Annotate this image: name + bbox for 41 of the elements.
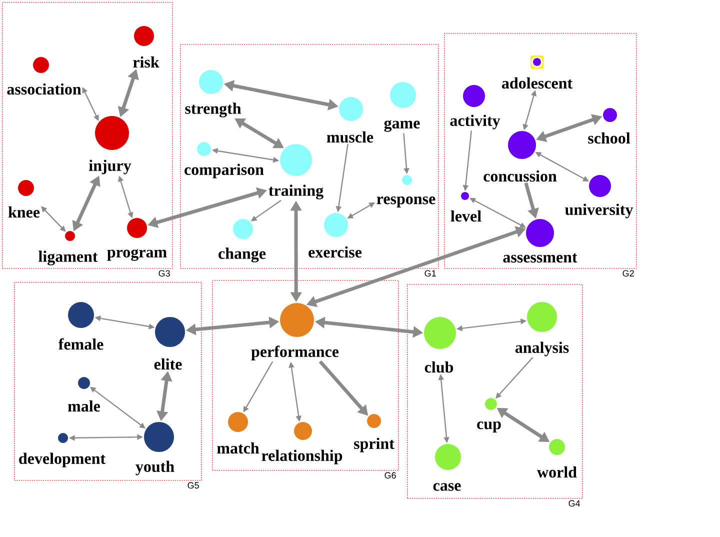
keyword-label: strength	[185, 102, 242, 118]
node-label: G2	[622, 270, 634, 277]
keyword-label: muscle	[326, 131, 374, 143]
keyword-label: change	[218, 248, 266, 262]
keyword-label: male	[68, 400, 100, 412]
keyword-label: activity	[450, 114, 500, 130]
keyword-label: analysis	[515, 342, 569, 356]
keyword-label: level	[450, 210, 482, 222]
keyword-label: club	[424, 361, 454, 373]
node-label: G6	[384, 472, 396, 479]
keyword-label: development	[19, 452, 106, 468]
node-label: G1	[424, 270, 436, 277]
node-label: G5	[188, 482, 199, 489]
keyword-label: risk	[133, 56, 160, 68]
keyword-label: association	[7, 83, 82, 95]
keyword-label: knee	[8, 206, 40, 218]
keyword-label: match	[217, 442, 260, 454]
keyword-label: cup	[477, 422, 501, 432]
keyword-label: sprint	[354, 438, 394, 452]
keyword-label: game	[384, 120, 420, 132]
keyword-label: relationship	[262, 450, 342, 464]
node-label: G3	[158, 270, 170, 277]
keyword-label: female	[58, 338, 104, 350]
keyword-label: school	[588, 132, 630, 144]
keyword-label: exercise	[308, 246, 362, 258]
keyword-label: comparison	[184, 164, 264, 178]
keyword-label: case	[433, 483, 461, 491]
keyword-label: response	[376, 196, 436, 208]
keyword-label: world	[537, 466, 577, 478]
keyword-label: youth	[136, 460, 174, 476]
keyword-label: adolescent	[502, 77, 572, 89]
keyword-label: program	[107, 249, 167, 261]
keyword-label: university	[565, 204, 634, 218]
keyword-label: training	[268, 184, 324, 200]
keyword-label: injury	[89, 160, 132, 174]
node-label: G4	[568, 500, 580, 507]
keyword-label: elite	[154, 358, 182, 370]
keyword-label: ligament	[38, 250, 98, 266]
keyword-label: concussion	[484, 170, 557, 182]
keyword-label: assessment	[503, 253, 578, 263]
keyword-label: performance	[251, 346, 339, 360]
